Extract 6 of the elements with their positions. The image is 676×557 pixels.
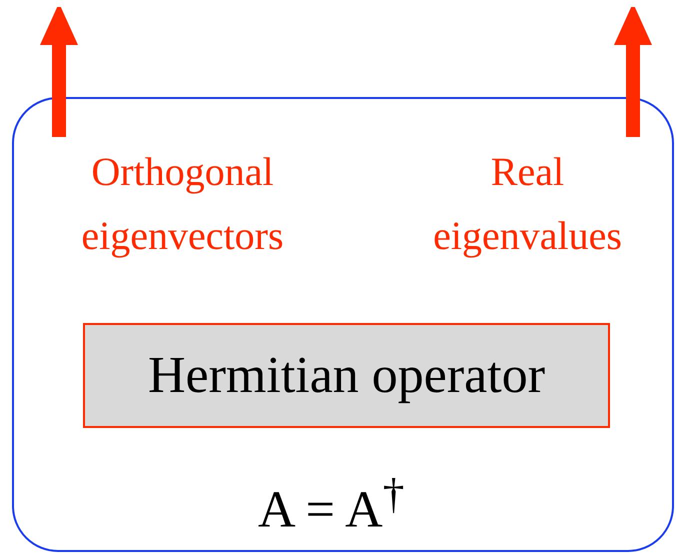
equation: A = A$^{†}$: [258, 469, 404, 540]
operator-box: [83, 323, 610, 428]
operator-label: Hermitian operator: [148, 346, 546, 405]
property-label: Real eigenvalues: [395, 140, 660, 270]
property-label: Orthogonal eigenvectors: [50, 140, 315, 270]
rounded-frame: [12, 97, 674, 552]
